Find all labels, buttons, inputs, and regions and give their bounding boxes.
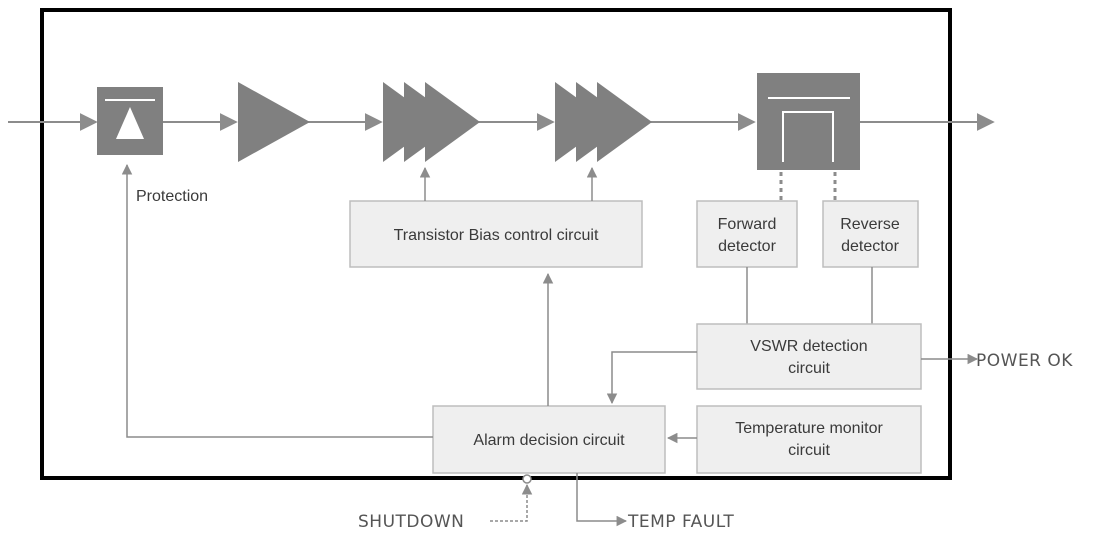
double-amplifier-icon [383, 82, 480, 162]
vswr-line1: VSWR detection [750, 338, 867, 355]
power-ok-label: POWER OK [976, 351, 1073, 371]
bias-control-label: Transistor Bias control circuit [394, 227, 599, 244]
shutdown-line [490, 483, 533, 522]
temperature-line2: circuit [788, 442, 830, 459]
temperature-monitor-box: Temperature monitor circuit [696, 405, 922, 474]
vswr-line2: circuit [788, 360, 830, 377]
temperature-line1: Temperature monitor [735, 420, 883, 437]
system-frame [40, 8, 952, 480]
alarm-decision-box: Alarm decision circuit [432, 405, 666, 474]
protection-label: Protection [136, 188, 208, 205]
shutdown-inversion-circle [522, 474, 532, 484]
forward-detector-box: Forward detector [696, 200, 798, 268]
vswr-to-alarm-line [606, 351, 697, 405]
double-amplifier-icon [555, 82, 652, 162]
bias-control-box: Transistor Bias control circuit [349, 200, 643, 268]
reverse-detector-line1: Reverse [840, 216, 900, 233]
protection-icon [97, 87, 163, 155]
temp-fault-line [576, 473, 628, 527]
coupling-lines [779, 172, 837, 200]
vswr-detection-box: VSWR detection circuit [696, 323, 922, 390]
reverse-detector-box: Reverse detector [822, 200, 919, 268]
amplifier-icon [238, 82, 310, 162]
forward-detector-line2: detector [718, 238, 776, 255]
circulator-icon [757, 73, 860, 170]
forward-detector-line1: Forward [718, 216, 777, 233]
temp-fault-label: TEMP FAULT [627, 512, 734, 532]
shutdown-label: SHUTDOWN [358, 512, 464, 532]
reverse-detector-line2: detector [841, 238, 899, 255]
bias-arrows [419, 166, 598, 201]
alarm-to-protection-line [121, 163, 433, 438]
alarm-decision-label: Alarm decision circuit [473, 432, 625, 449]
detector-to-vswr-lines [746, 267, 873, 324]
